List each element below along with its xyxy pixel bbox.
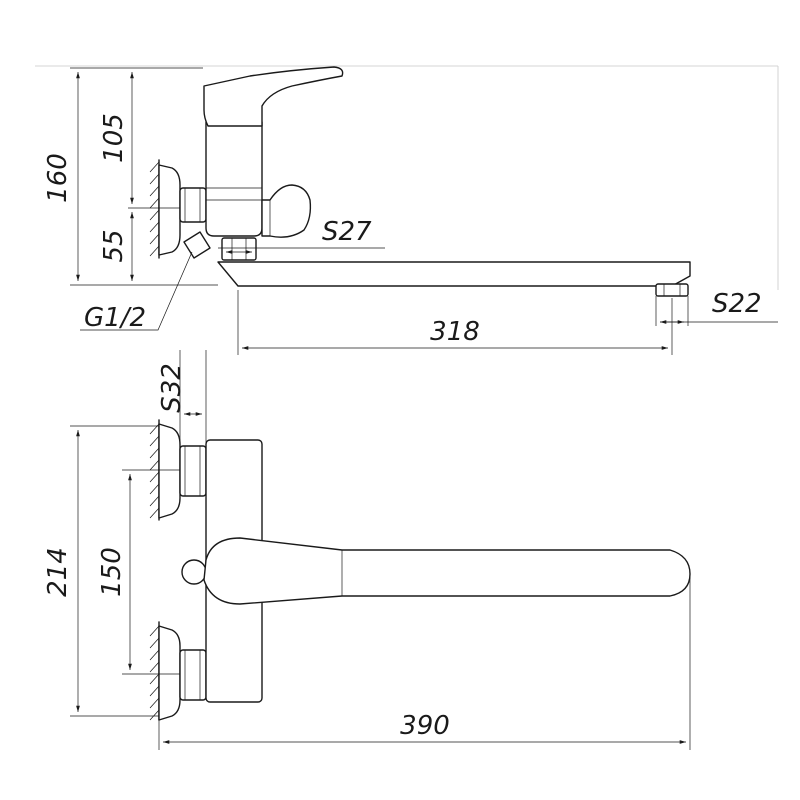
side-view <box>149 66 691 297</box>
label-aerator: S22 <box>712 289 762 319</box>
label-overall-length: 390 <box>400 711 450 741</box>
diverter-knob <box>261 184 312 238</box>
diverter-nub <box>181 559 207 585</box>
label-connector-nut: S32 <box>157 363 187 413</box>
label-inlet-height: 55 <box>99 229 129 262</box>
label-spout-reach: 318 <box>430 317 480 347</box>
top-view <box>149 419 691 721</box>
lever-handle-top <box>203 537 691 605</box>
eccentric-connector <box>179 187 207 223</box>
label-mount-span: 214 <box>43 547 73 597</box>
escutcheon-upper <box>158 423 181 519</box>
top-view-dimensions: S32 214 150 390 <box>43 350 691 750</box>
escutcheon <box>158 164 181 256</box>
wall-hatch <box>149 159 160 259</box>
escutcheon-lower <box>158 625 181 721</box>
label-overall-height: 160 <box>43 153 73 203</box>
side-view-dimensions: 160 105 55 S27 G1/2 318 S22 <box>43 67 778 355</box>
mixer-body <box>205 121 263 237</box>
label-center-distance: 150 <box>97 547 127 597</box>
inlet-fitting <box>183 231 211 259</box>
label-inlet-thread: G1/2 <box>84 303 146 333</box>
wall-hatch-top <box>149 419 160 721</box>
connector-upper <box>179 445 207 497</box>
label-spout-nut: S27 <box>322 217 372 247</box>
spout-nut <box>221 237 257 261</box>
label-handle-height: 105 <box>99 113 129 163</box>
connector-lower <box>179 649 207 701</box>
leader-g12 <box>80 251 193 331</box>
spout <box>217 261 691 287</box>
aerator <box>655 283 689 297</box>
lever-handle-side <box>203 66 344 127</box>
